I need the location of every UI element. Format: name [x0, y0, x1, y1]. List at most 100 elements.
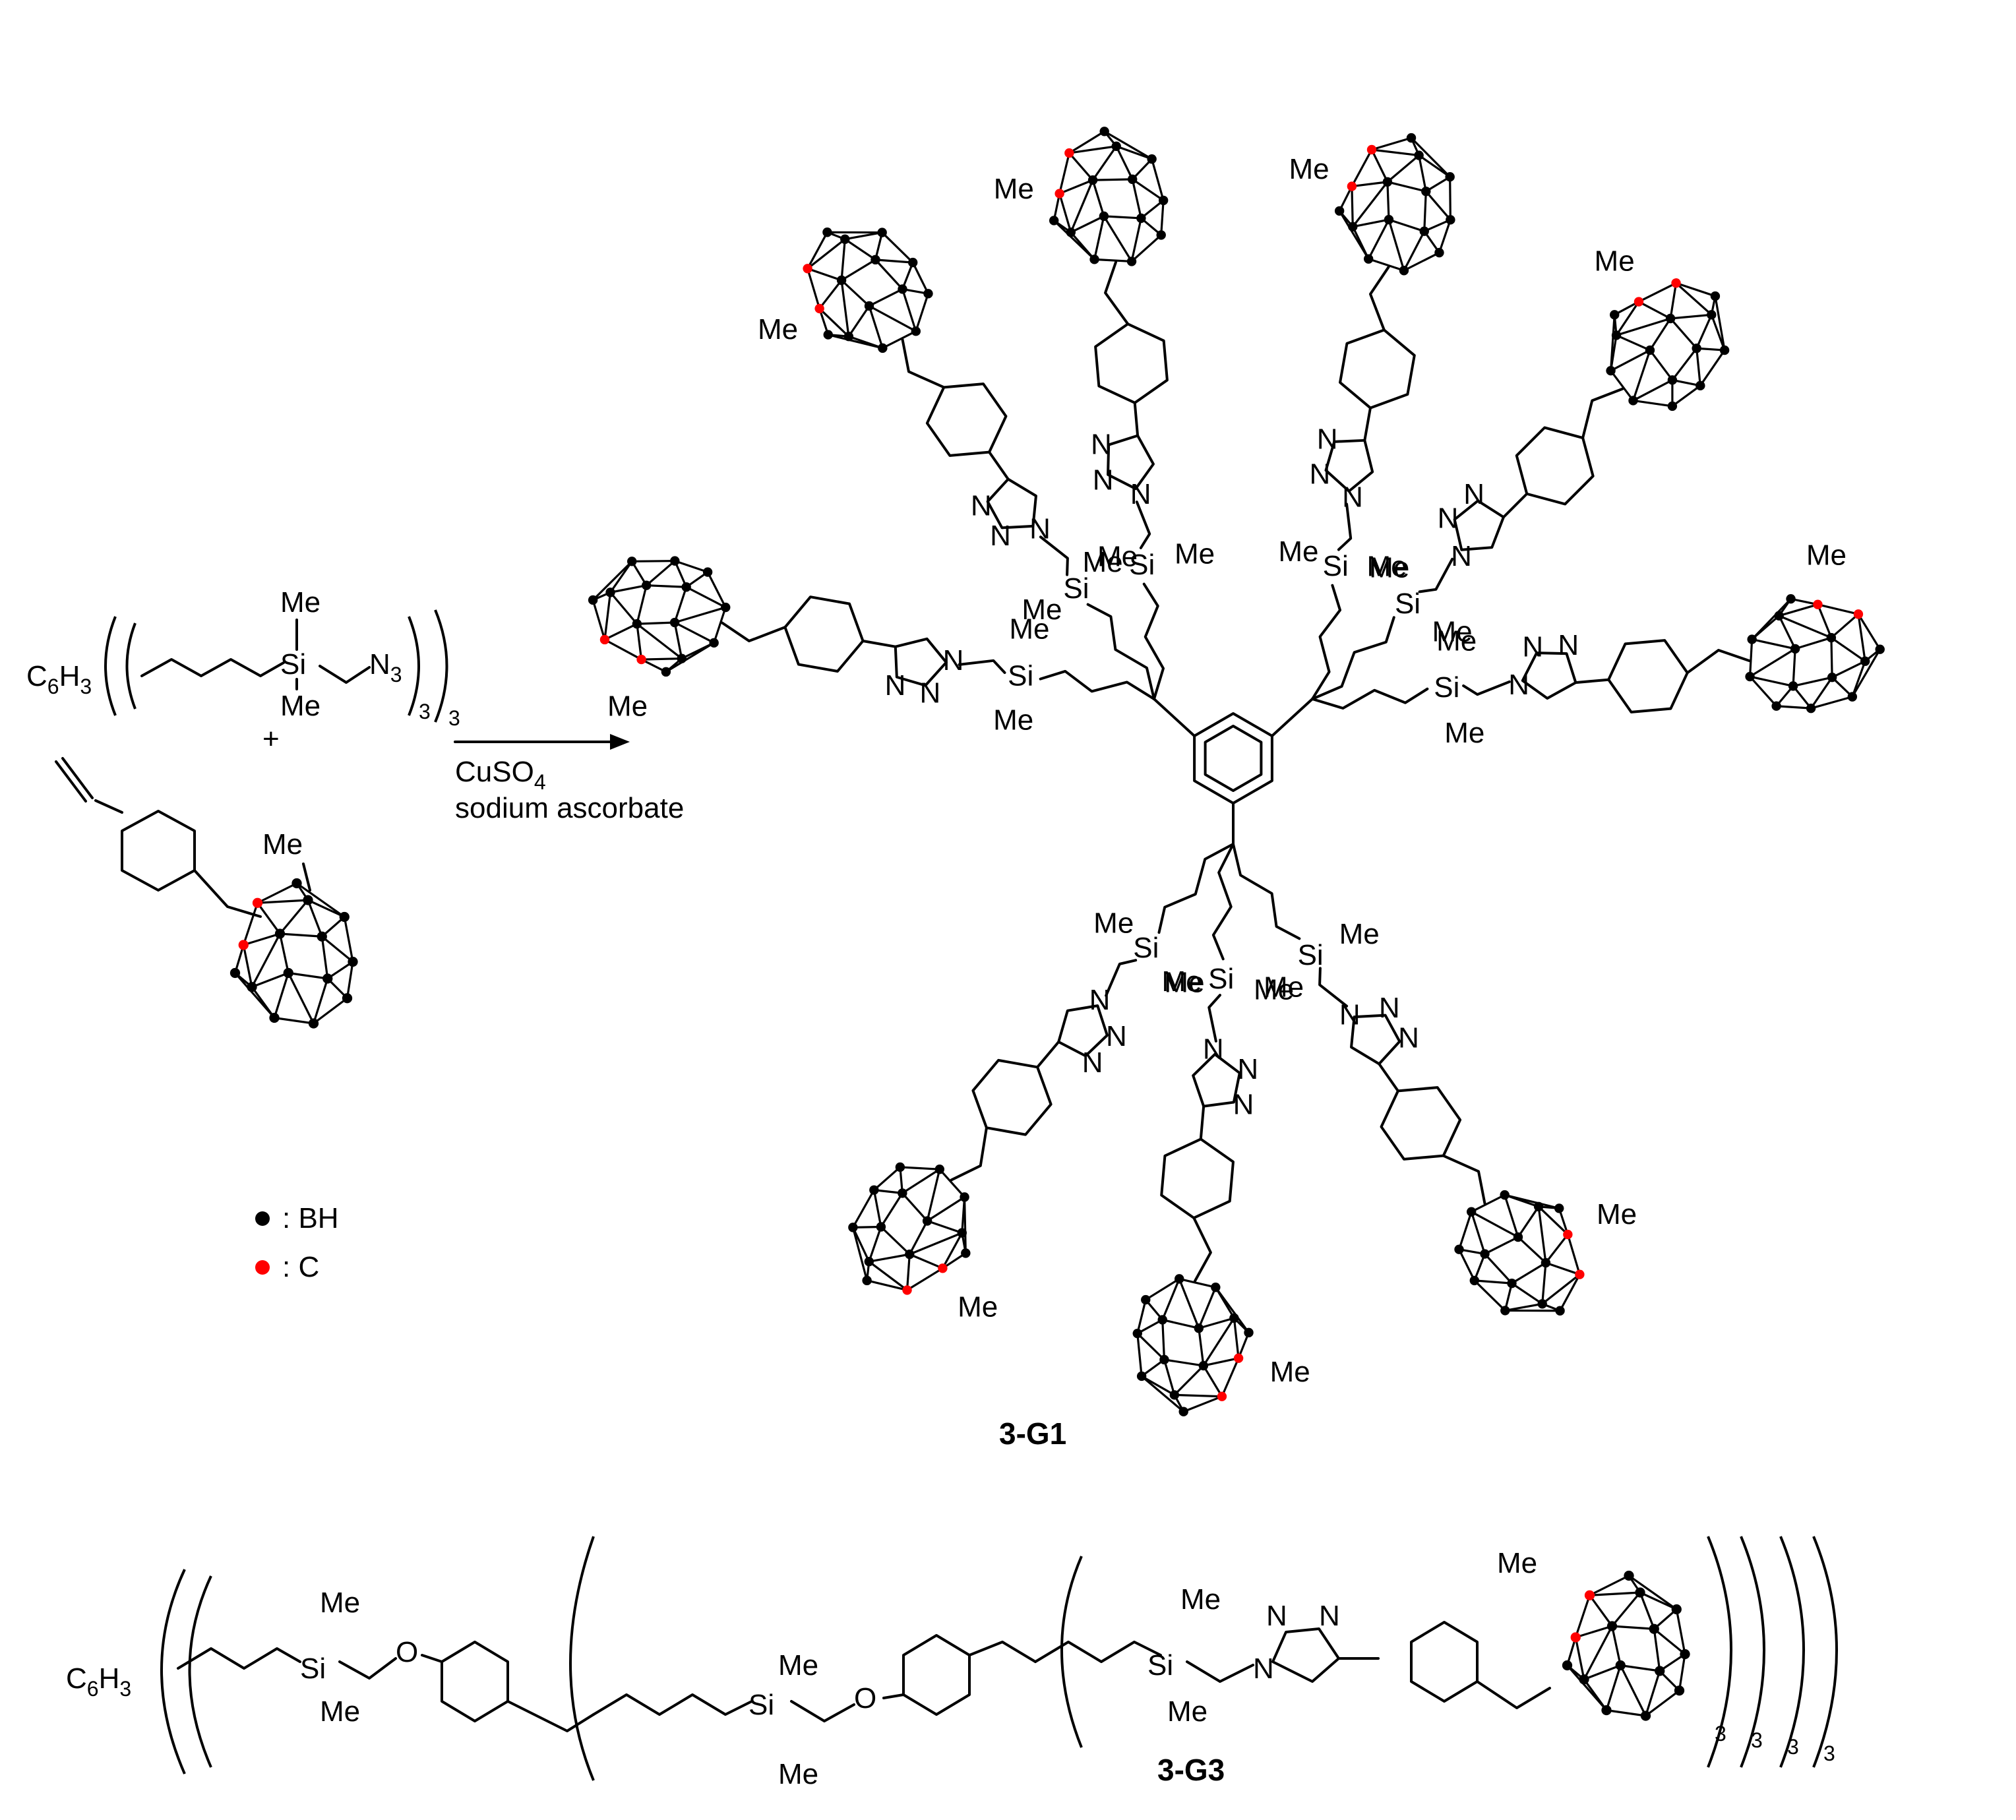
central-benzene-inner [1204, 725, 1263, 792]
carborane-cage [229, 878, 358, 1029]
g3-ch2o-1 [338, 1657, 397, 1680]
g3-paren-1 [160, 1569, 186, 1774]
bh-vertex [709, 638, 719, 648]
triazole-aryl-bond [1378, 1062, 1399, 1093]
carbon-atom [1233, 1353, 1244, 1363]
bh-vertex [1178, 1407, 1188, 1416]
me-label: Me [262, 828, 303, 861]
bh-vertex [1175, 1274, 1184, 1284]
plus-sign: + [262, 723, 280, 755]
si-label: Si [280, 648, 306, 681]
triazole-n: N [1093, 464, 1114, 497]
si-me-label: Me [1022, 593, 1062, 626]
bh-vertex [1147, 154, 1157, 164]
triazole-aryl-bond [1036, 1040, 1060, 1069]
core-bond [1153, 698, 1196, 737]
ch2-linker [1105, 959, 1138, 997]
compound-label-3-g3: 3-G3 [1157, 1753, 1225, 1787]
triazole-ring [1324, 439, 1374, 493]
product-3-g3-structure: C6H3 Si Me Me O Si Me Me O Si Me Me N N … [66, 1536, 1838, 1790]
bh-vertex [1806, 703, 1816, 713]
ch2-linker [1318, 967, 1349, 1008]
g3-ch2-triazole [1186, 1660, 1254, 1683]
bh-vertex [1541, 1258, 1551, 1268]
bh-vertex [1156, 230, 1166, 240]
bh-vertex [317, 931, 327, 942]
g3-chain-2 [592, 1693, 753, 1716]
phenylene-ring [1380, 1086, 1462, 1161]
si-me-label: Me [1175, 538, 1215, 570]
bh-vertex [1606, 365, 1616, 376]
benzyl-linker [1686, 649, 1751, 675]
g3-paren-3 [569, 1536, 595, 1781]
propyl-arm [1311, 687, 1429, 710]
si-me-label: Me [993, 704, 1033, 737]
azide-dendron-reagent: C6H3 Si Me Me N3 3 3 [26, 586, 460, 730]
g3-o-aryl-1 [421, 1654, 443, 1663]
bh-vertex [843, 331, 854, 342]
triazole-ring [1107, 434, 1155, 491]
bh-vertex [905, 1249, 915, 1259]
ch2-linker [1207, 994, 1221, 1043]
g3-n3: N [1319, 1600, 1340, 1632]
bh-vertex [1087, 175, 1098, 185]
core-bond [1270, 698, 1314, 737]
triazole-ring [986, 477, 1037, 530]
bh-vertex [669, 617, 680, 628]
carbon-atom [1671, 278, 1681, 288]
carbon-atom [1584, 1590, 1595, 1600]
propyl-arm [1311, 584, 1342, 700]
bh-vertex [1434, 247, 1444, 258]
bh-vertex [1382, 177, 1393, 187]
carborane-cage [588, 556, 731, 677]
g3-paren-8 [1812, 1536, 1838, 1768]
condition-reagent: CuSO4 [455, 756, 546, 794]
bh-vertex [681, 582, 691, 592]
bh-vertex [1500, 1306, 1510, 1316]
bh-vertex [923, 289, 933, 299]
bh-vertex [1774, 611, 1784, 621]
si-label: Si [1008, 659, 1033, 692]
triazole-n: N [1522, 631, 1543, 663]
g3-phenylene-2 [902, 1634, 971, 1716]
si-me-label: Me [1436, 625, 1477, 657]
carbon-atom [636, 654, 646, 665]
bh-vertex [877, 228, 887, 237]
g3-si-1: Si [300, 1653, 326, 1685]
bh-vertex [1348, 222, 1358, 231]
propyl-arm [1142, 582, 1165, 700]
bh-vertex [1445, 172, 1455, 182]
paren-inner-right [408, 616, 420, 716]
bh-vertex [1127, 174, 1138, 185]
g3-paren-2 [188, 1575, 212, 1768]
bh-vertex [911, 326, 921, 336]
carbon-atom [1813, 599, 1823, 609]
carbon-atom [1853, 609, 1864, 619]
triazole-aryl-bond [861, 640, 897, 648]
bh-vertex [721, 602, 731, 613]
propyl-arm [1039, 669, 1155, 700]
alkyne-carborane-reagent: Me [55, 757, 358, 1029]
triazole-n: N [990, 520, 1011, 552]
bh-vertex [1537, 1299, 1547, 1309]
triazole-n: N [1309, 458, 1330, 490]
bh-vertex [1747, 634, 1757, 644]
bh-vertex [960, 1192, 969, 1202]
si-me-label: Me [1164, 967, 1204, 999]
c-me-bond [302, 863, 311, 892]
g3-carborane-cage [1562, 1570, 1690, 1721]
triazole-n: N [1203, 1033, 1224, 1065]
g3-me-2b: Me [778, 1758, 818, 1790]
subscript-inner: 3 [419, 700, 431, 723]
si-me-label: Me [1369, 551, 1409, 584]
triazole-n: N [1463, 478, 1484, 510]
bh-vertex [1788, 681, 1798, 691]
bh-vertex [1695, 380, 1705, 391]
g3-paren-7 [1779, 1536, 1805, 1768]
g3-n1: N [1253, 1653, 1274, 1685]
triazole-aryl-bond [1133, 401, 1140, 437]
cage-me-label: Me [758, 313, 798, 346]
si-label: Si [1063, 572, 1089, 605]
me-bottom-label: Me [280, 690, 321, 722]
bh-vertex [898, 1188, 907, 1198]
